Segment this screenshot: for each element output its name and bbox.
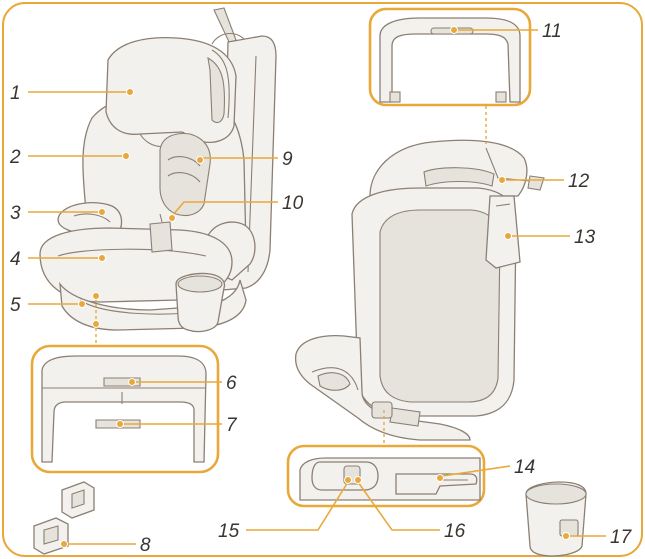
- callout-12-label: 12: [568, 171, 590, 192]
- callout-1-label: 1: [10, 83, 21, 104]
- callout-3-label: 3: [10, 203, 21, 224]
- callout-2-label: 2: [9, 147, 21, 168]
- inset-isofix: [286, 444, 486, 508]
- callout-16-label: 16: [444, 521, 466, 542]
- callout-17-label: 17: [610, 527, 633, 548]
- callout-9-label: 9: [282, 149, 293, 170]
- callout-6-label: 6: [226, 373, 237, 394]
- callout-5-label: 5: [10, 295, 21, 316]
- leader-lines: [28, 26, 606, 548]
- cup-holder-illustration: [525, 481, 587, 557]
- inset-headrest-handle: [368, 7, 532, 107]
- inset-base-handles: [30, 344, 220, 474]
- rear-seat-illustration: [294, 139, 545, 441]
- callout-4-label: 4: [10, 249, 21, 270]
- callout-13-label: 13: [574, 227, 596, 248]
- callout-10-label: 10: [282, 193, 304, 214]
- callout-14-label: 14: [514, 457, 535, 478]
- callout-11-label: 11: [542, 21, 562, 42]
- front-seat-illustration: [39, 7, 277, 333]
- callout-7-label: 7: [226, 415, 238, 436]
- isofix-guides-illustration: [33, 481, 95, 555]
- callout-8-label: 8: [140, 535, 151, 556]
- callout-15-label: 15: [218, 521, 240, 542]
